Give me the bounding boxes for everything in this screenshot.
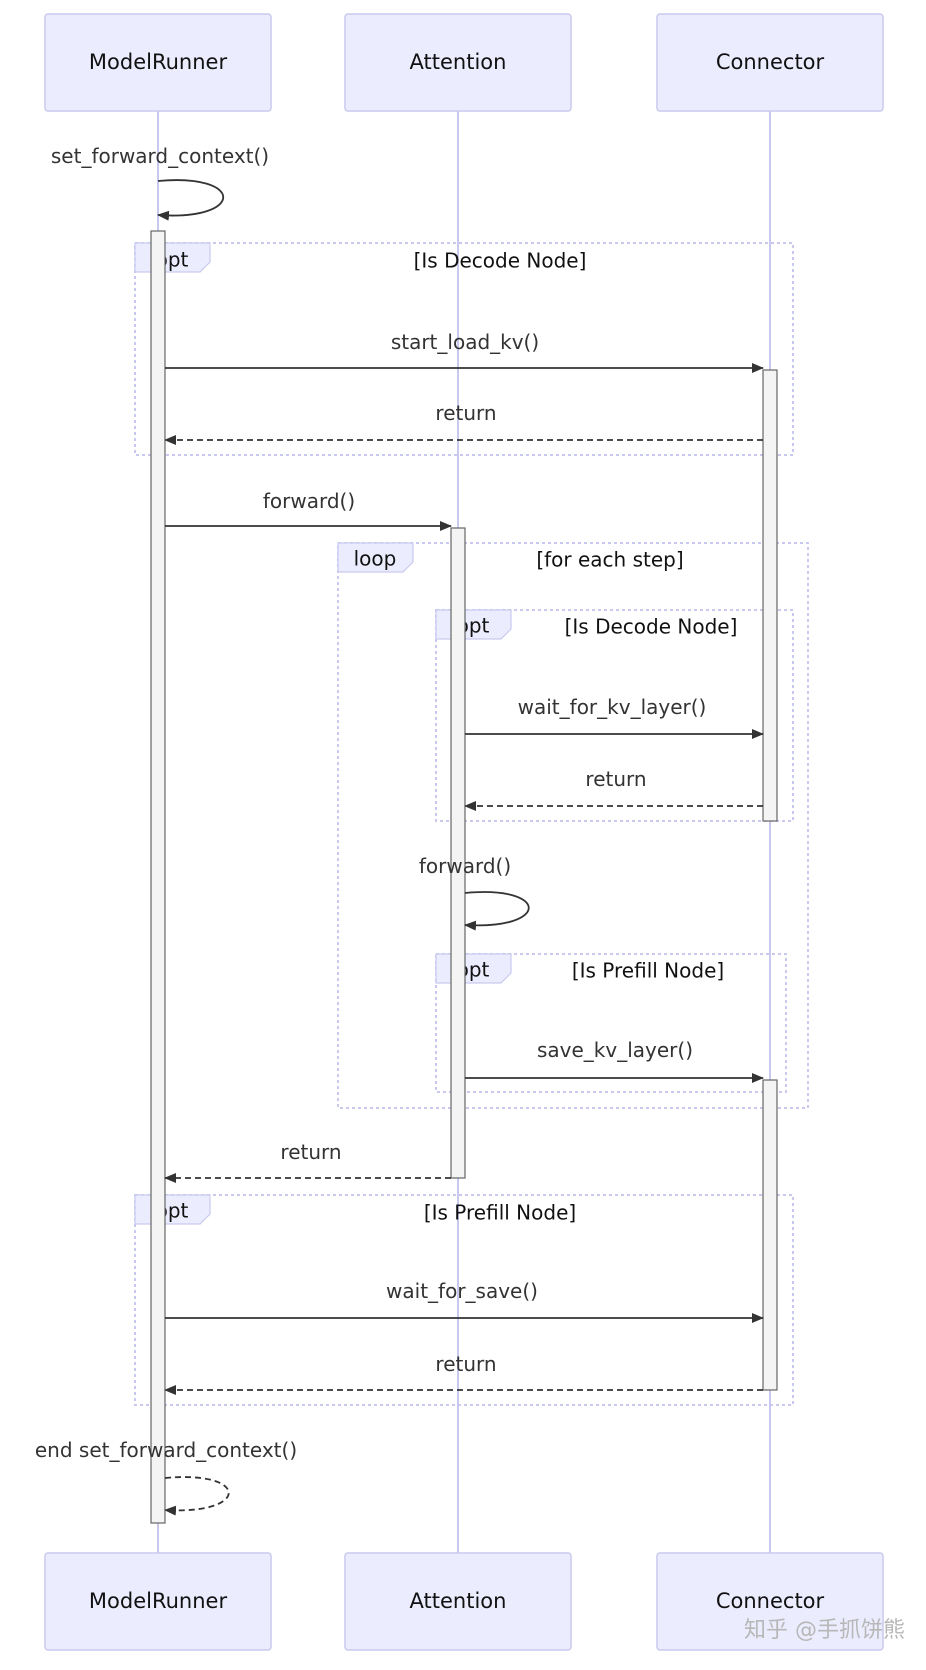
activation-attention [450,527,466,1179]
message-wait-for-save: wait_for_save() [165,1279,764,1323]
actor-label: Attention [410,50,507,74]
message-wait-for-kv-layer: wait_for_kv_layer() [465,695,764,739]
frame-condition: [Is Decode Node] [565,615,738,639]
actor-label: ModelRunner [89,1589,228,1613]
message-forward-self: forward() [419,854,530,931]
message-label: wait_for_kv_layer() [518,695,707,719]
frame-condition: [Is Decode Node] [414,249,587,273]
message-return-forward: return [164,1140,451,1183]
frame-condition: [for each step] [536,548,683,572]
message-start-load-kv: start_load_kv() [165,330,764,373]
activation-modelrunner [150,230,166,1524]
loop-frame: loop [for each step] [337,542,809,1109]
message-save-kv-layer: save_kv_layer() [465,1038,764,1083]
actor-label: Connector [716,50,825,74]
message-label: wait_for_save() [386,1279,538,1303]
message-return-load: return [164,401,763,445]
actor-modelrunner-top: ModelRunner [44,13,272,112]
message-label: forward() [419,854,511,878]
message-set-forward-context: set_forward_context() [51,144,269,221]
actor-label: Attention [410,1589,507,1613]
opt-frame-prefill-inner: opt [Is Prefill Node] [435,953,787,1093]
actor-connector-top: Connector [656,13,884,112]
message-label: return [435,1352,496,1376]
message-forward-to-attention: forward() [165,489,452,531]
frame-keyword: loop [354,547,397,571]
actor-attention-bottom: Attention [344,1552,572,1651]
message-label: return [280,1140,341,1164]
message-label: save_kv_layer() [537,1038,693,1062]
message-label: set_forward_context() [51,144,269,168]
message-label: start_load_kv() [391,330,539,354]
actor-label: ModelRunner [89,50,228,74]
activation-connector-save [762,1079,778,1391]
actor-modelrunner-bottom: ModelRunner [44,1552,272,1651]
activation-connector-load [762,369,778,822]
actor-connector-bottom: Connector [656,1552,884,1651]
actor-attention-top: Attention [344,13,572,112]
frame-condition: [Is Prefill Node] [424,1201,576,1225]
frame-condition: [Is Prefill Node] [572,959,724,983]
actor-label: Connector [716,1589,825,1613]
message-label: return [585,767,646,791]
message-label: end set_forward_context() [35,1438,297,1462]
watermark: 知乎 @手抓饼熊 [744,1618,905,1643]
message-return-kv-layer: return [464,767,763,811]
message-end-set-forward-context: end set_forward_context() [35,1438,297,1516]
message-return-save: return [164,1352,763,1395]
message-label: return [435,401,496,425]
message-label: forward() [263,489,355,513]
